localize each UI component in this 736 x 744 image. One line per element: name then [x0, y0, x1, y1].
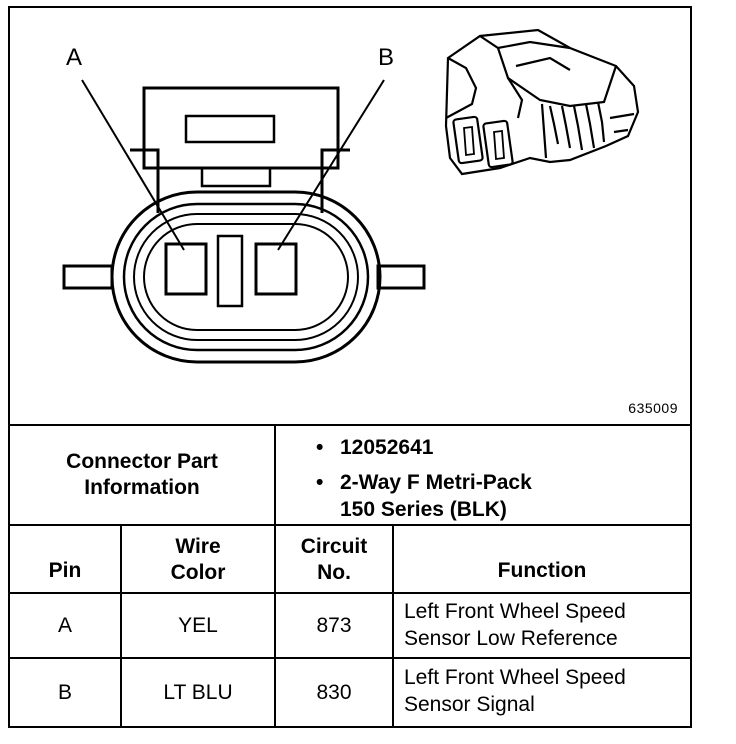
row-b-pin: B: [57, 680, 72, 704]
row-b-function: Left Front Wheel Speed Sensor Signal: [404, 666, 626, 716]
divider-info: [10, 524, 690, 526]
figure-id: 635009: [628, 400, 678, 416]
connector-description-2: 150 Series (BLK): [340, 498, 507, 521]
latch-window: [184, 114, 276, 144]
row-a-circuit: 873: [316, 613, 352, 637]
pin-a-label: A: [66, 44, 83, 71]
col-divider-2: [274, 524, 276, 728]
right-ear: [376, 264, 426, 290]
center-key: [216, 234, 244, 308]
leader-a: [81, 79, 185, 251]
row-b-wire-color: LT BLU: [163, 680, 233, 704]
info-divider: [274, 424, 276, 524]
col-divider-1: [120, 524, 122, 728]
header-pin: Pin: [48, 559, 82, 582]
connector-body: [110, 190, 382, 364]
connector-description-1: 2-Way F Metri-Pack: [340, 471, 532, 494]
col-divider-3: [392, 524, 394, 728]
divider-drawing: [10, 424, 690, 426]
connector-latch: [142, 86, 340, 170]
row-a-wire-color: YEL: [178, 613, 218, 637]
row-a-function: Left Front Wheel Speed Sensor Low Refere…: [404, 600, 626, 650]
pin-b-label: B: [378, 44, 395, 71]
leader-b: [277, 79, 385, 251]
connector-face-view: [62, 28, 640, 364]
part-number: 12052641: [340, 436, 434, 459]
row-b-circuit: 830: [316, 680, 352, 704]
header-function: Function: [497, 559, 587, 582]
connector-isometric-view: [444, 28, 640, 176]
connector-info-details: •12052641 •2-Way F Metri-Pack 150 Series…: [316, 436, 532, 521]
diagram-frame: A B 635009 Connector Part Information •1…: [8, 6, 692, 728]
left-ear: [62, 264, 114, 290]
terminal-a: [164, 242, 208, 296]
divider-row: [10, 657, 690, 659]
connector-info-title: Connector Part Information: [66, 450, 218, 499]
connector-drawing: A B 635009: [10, 8, 690, 424]
header-wire-color: Wire Color: [170, 535, 226, 584]
header-circuit-no: Circuit No.: [300, 535, 368, 584]
divider-header: [10, 592, 690, 594]
row-a-pin: A: [57, 613, 72, 637]
terminal-b: [254, 242, 298, 296]
